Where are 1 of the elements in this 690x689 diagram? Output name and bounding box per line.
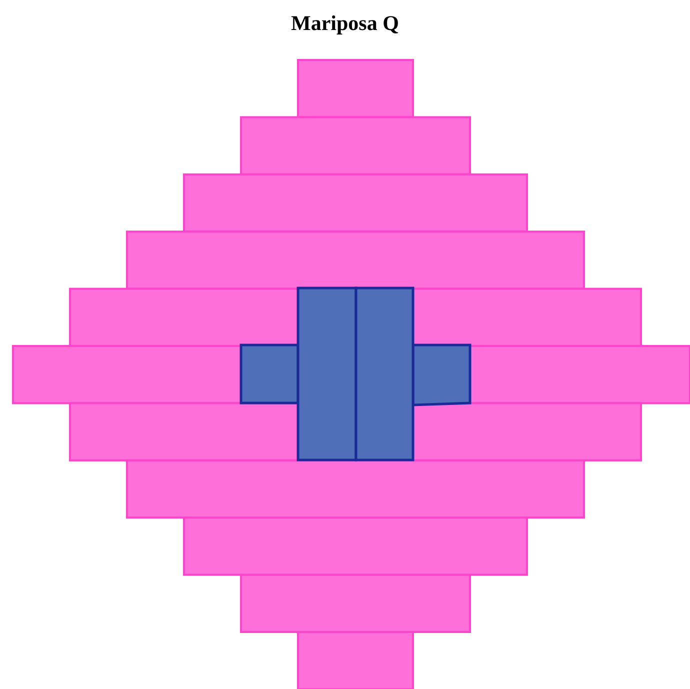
diagram-title: Mariposa Q — [291, 10, 399, 37]
